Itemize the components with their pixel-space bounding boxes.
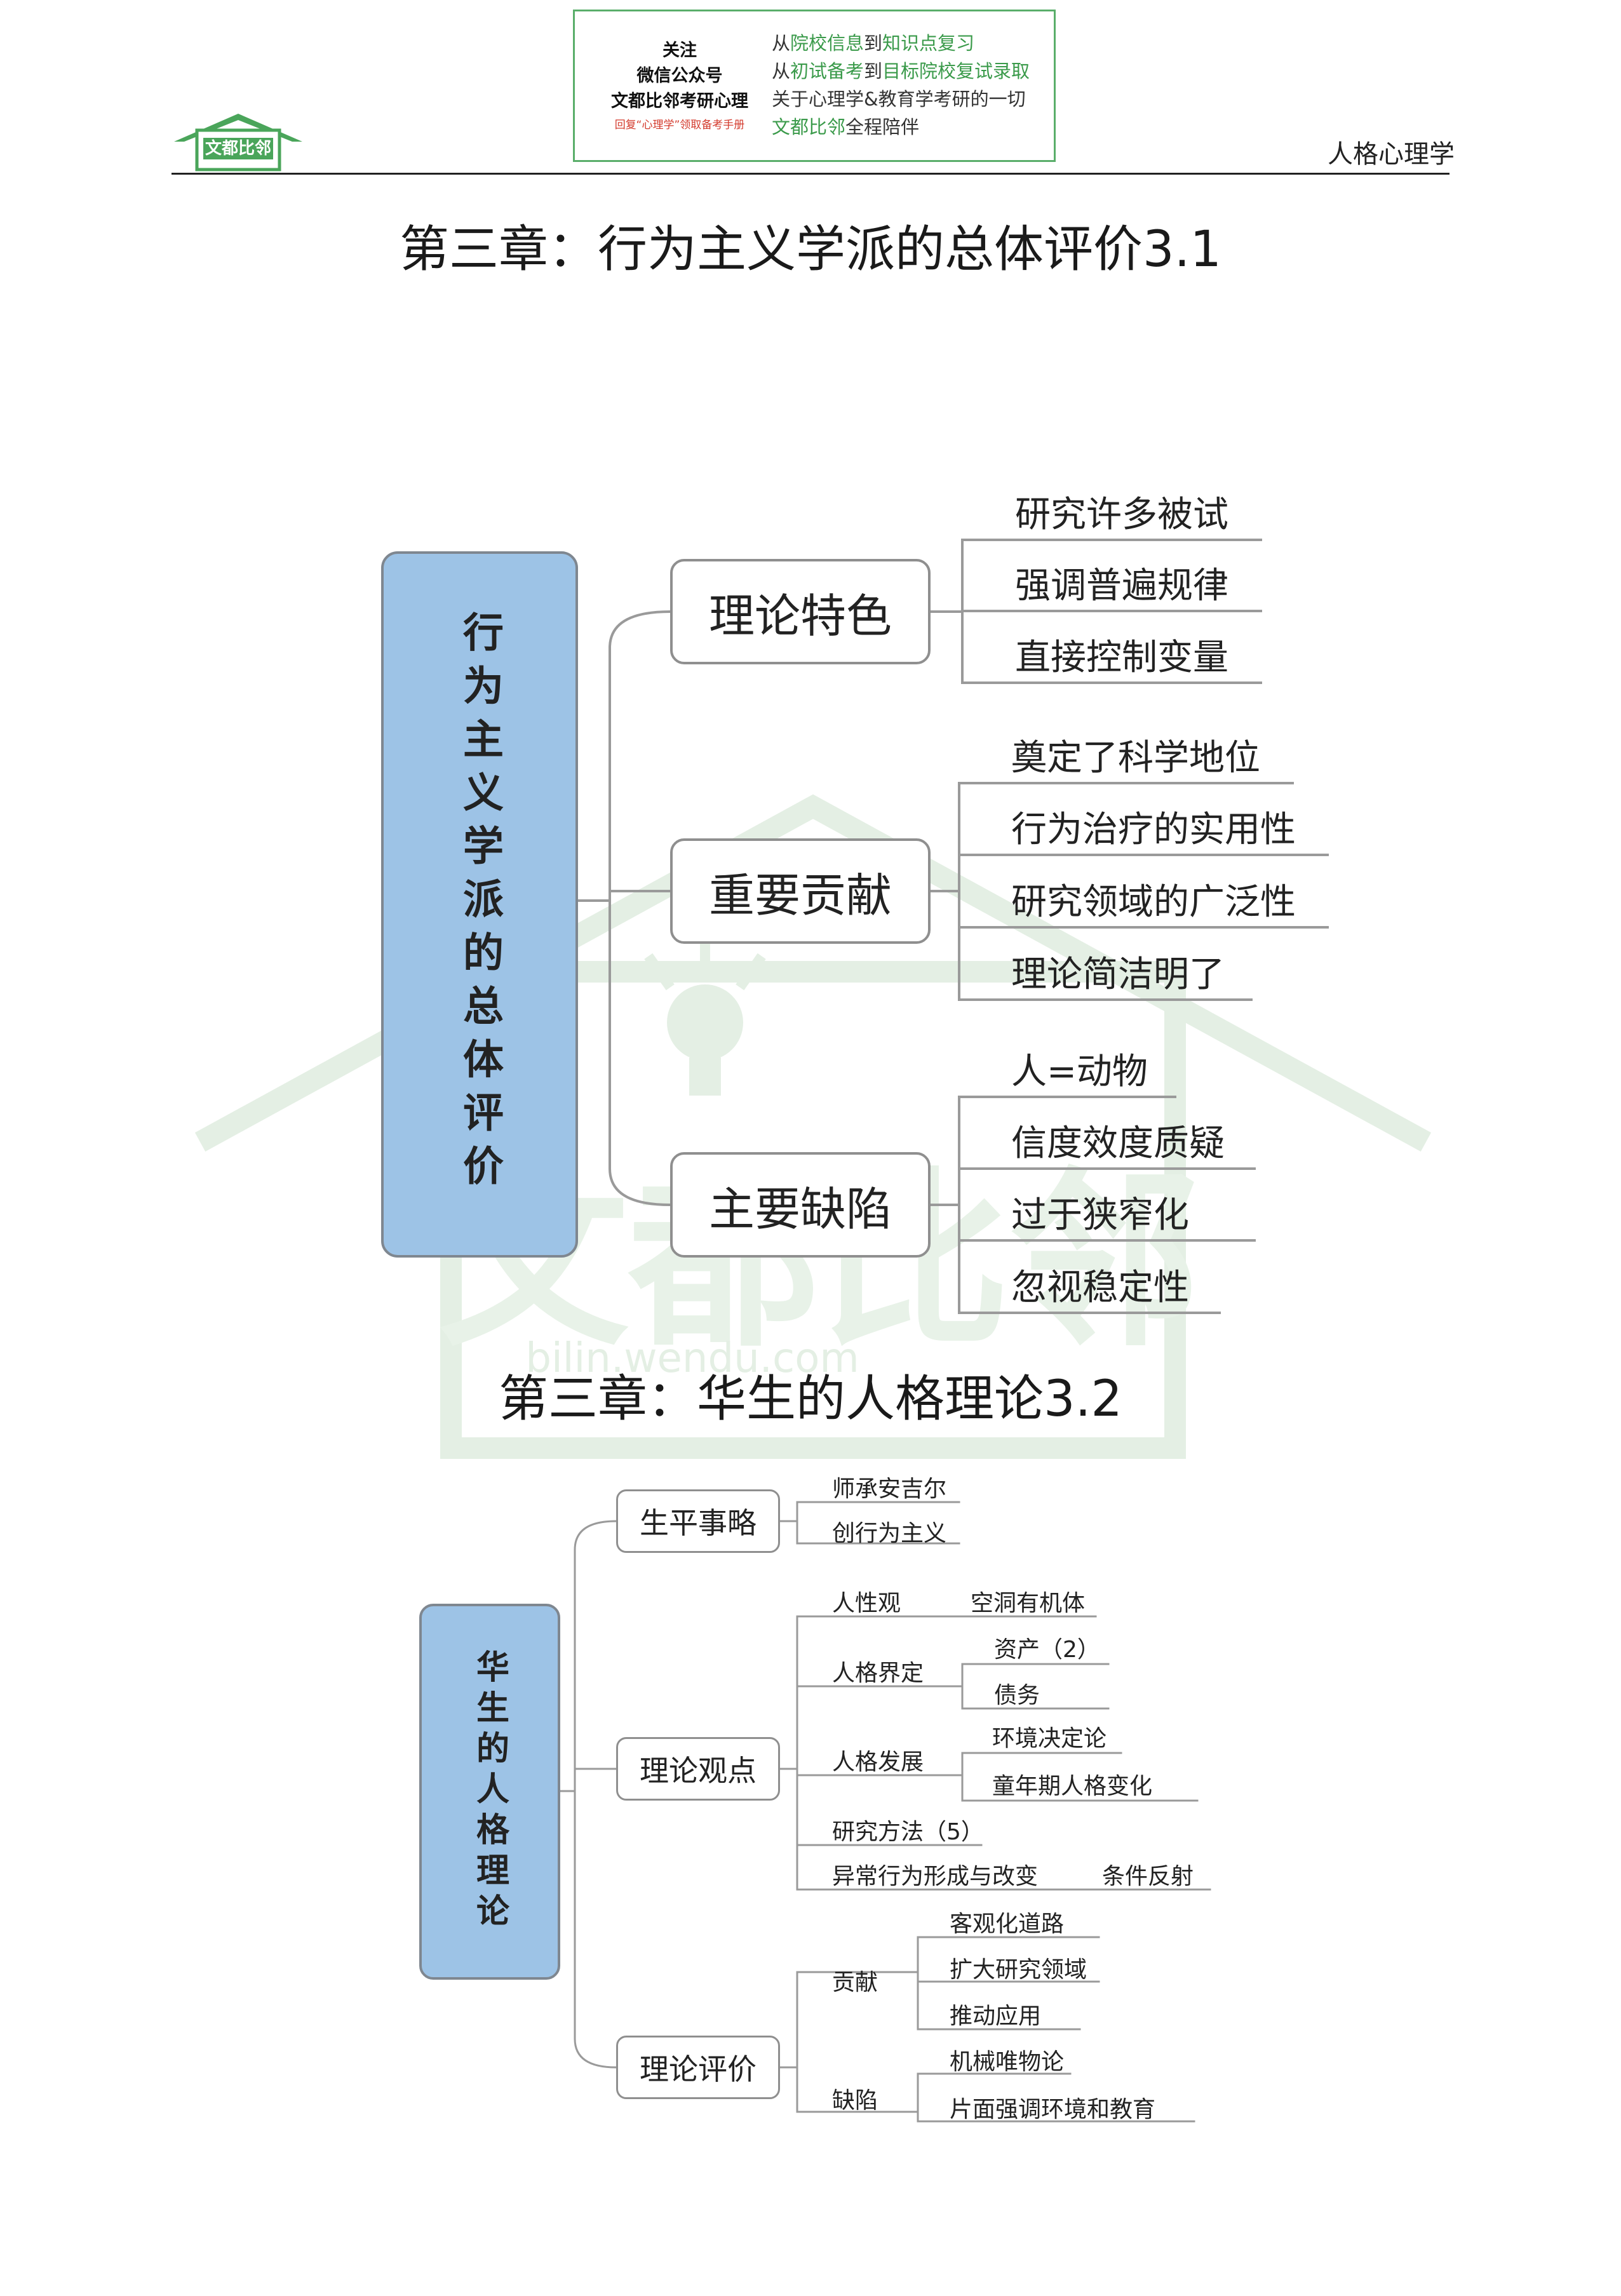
promo-left: 关注 微信公众号 文都比邻考研心理 回复“心理学”领取备考手册 <box>588 38 772 136</box>
leaf-item: 片面强调环境和教育 <box>950 2097 1156 2123</box>
leaf-item: 研究领域的广泛性 <box>1011 882 1296 923</box>
map1-root-label: 行为主义学派的总体评价 <box>456 611 503 1198</box>
leaf-item: 过于狭窄化 <box>1011 1195 1189 1236</box>
promo-follow: 关注 <box>663 41 697 60</box>
leaf-item: 人性观 <box>832 1590 901 1616</box>
branch-contributions: 重要贡献 <box>670 838 931 944</box>
leaf-item: 资产（2） <box>994 1637 1100 1663</box>
promo-box: 关注 微信公众号 文都比邻考研心理 回复“心理学”领取备考手册 从院校信息到知识… <box>573 10 1056 162</box>
leaf-item: 师承安吉尔 <box>832 1476 947 1502</box>
promo-reply-note: 回复“心理学”领取备考手册 <box>614 119 745 131</box>
house-logo-icon: 文都比邻 <box>174 114 302 171</box>
branch-label: 生平事略 <box>640 1506 757 1540</box>
leaf-item: 奠定了科学地位 <box>1011 737 1260 779</box>
leaf-item: 创行为主义 <box>832 1521 947 1547</box>
leaf-item: 异常行为形成与改变 <box>832 1863 1039 1890</box>
leaf-item: 扩大研究领域 <box>950 1957 1087 1983</box>
leaf-item: 环境决定论 <box>992 1726 1107 1752</box>
leaf-item: 直接控制变量 <box>1015 637 1228 678</box>
leaf-item: 信度效度质疑 <box>1011 1123 1225 1164</box>
section-label: 人格心理学 <box>1328 140 1455 169</box>
leaf-item: 缺陷 <box>832 2088 878 2114</box>
branch-label: 理论特色 <box>708 589 892 643</box>
leaf-item: 研究方法（5） <box>832 1819 984 1845</box>
leaf-item: 条件反射 <box>1102 1863 1194 1890</box>
leaf-item: 推动应用 <box>950 2003 1042 2029</box>
branch-theory-features: 理论特色 <box>670 559 931 664</box>
leaf-item: 研究许多被试 <box>1015 494 1228 535</box>
map1-connectors <box>577 539 1329 1314</box>
branch-label: 理论观点 <box>640 1754 757 1788</box>
branch-label: 主要缺陷 <box>708 1182 892 1236</box>
promo-line-1: 从院校信息到知识点复习 <box>772 32 975 54</box>
leaf-item: 忽视稳定性 <box>1011 1267 1189 1308</box>
leaf-item: 人格界定 <box>832 1660 924 1686</box>
chapter-title-3-2: 第三章：华生的人格理论3.2 <box>498 1371 1123 1428</box>
leaf-item: 童年期人格变化 <box>992 1773 1153 1799</box>
map2-connectors <box>559 1501 1211 2123</box>
promo-line-4: 文都比邻全程陪伴 <box>772 116 920 138</box>
promo-line-3: 关于心理学&教育学考研的一切 <box>772 88 1026 110</box>
branch-theory-evaluation: 理论评价 <box>616 2036 780 2099</box>
leaf-item: 贡献 <box>832 1970 878 1996</box>
promo-account: 文都比邻考研心理 <box>611 91 748 111</box>
leaf-item: 人格发展 <box>832 1749 924 1775</box>
branch-defects: 主要缺陷 <box>670 1152 931 1258</box>
leaf-item: 行为治疗的实用性 <box>1011 809 1296 850</box>
leaf-item: 理论简洁明了 <box>1011 954 1225 995</box>
promo-right: 从院校信息到知识点复习 从初试备考到目标院校复试录取 关于心理学&教育学考研的一… <box>772 29 1030 141</box>
leaf-item: 空洞有机体 <box>971 1590 1086 1616</box>
leaf-item: 客观化道路 <box>950 1911 1065 1937</box>
logo-text: 文都比邻 <box>205 138 271 158</box>
leaf-item: 人=动物 <box>1011 1051 1148 1092</box>
wendu-bilin-logo: 文都比邻 <box>172 111 305 171</box>
leaf-item: 债务 <box>994 1682 1040 1709</box>
map1-root-node: 行为主义学派的总体评价 <box>381 551 578 1258</box>
map2-root-node: 华生的人格理论 <box>419 1604 560 1980</box>
promo-line-2: 从初试备考到目标院校复试录取 <box>772 60 1030 82</box>
chapter-title-3-1: 第三章：行为主义学派的总体评价3.1 <box>399 221 1222 278</box>
leaf-item: 机械唯物论 <box>950 2049 1065 2075</box>
branch-biography: 生平事略 <box>616 1489 780 1553</box>
header-rule <box>172 173 1449 175</box>
leaf-item: 强调普遍规律 <box>1015 565 1228 607</box>
branch-theory-views: 理论观点 <box>616 1737 780 1801</box>
branch-label: 理论评价 <box>640 2052 757 2086</box>
branch-label: 重要贡献 <box>708 868 892 922</box>
map2-root-label: 华生的人格理论 <box>470 1649 509 1934</box>
promo-wechat: 微信公众号 <box>636 66 723 86</box>
